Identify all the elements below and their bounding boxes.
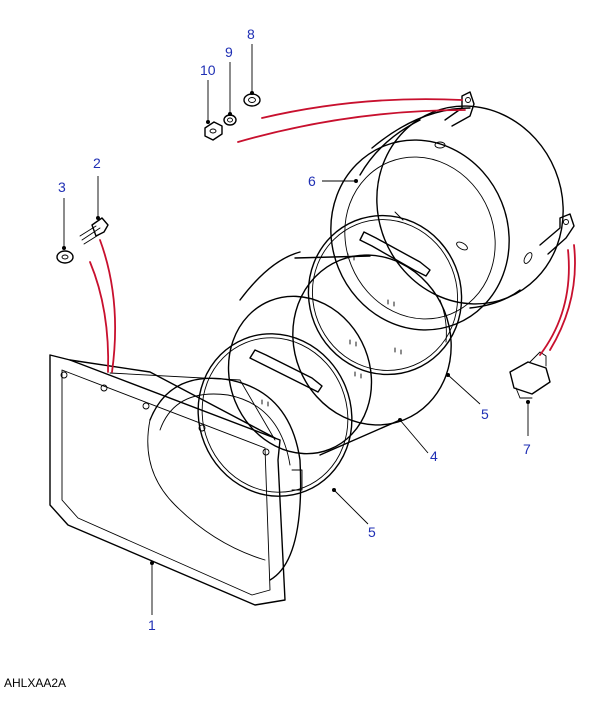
washer-part-8 (243, 93, 261, 107)
callout-7: 7 (523, 441, 531, 457)
callout-8: 8 (247, 26, 255, 42)
callout-5-upper: 5 (481, 406, 489, 422)
callout-3: 3 (58, 179, 66, 195)
fastener-alignment-lines (89, 98, 576, 373)
callout-10: 10 (200, 62, 216, 78)
callout-5-lower: 5 (368, 524, 376, 540)
callout-9: 9 (225, 44, 233, 60)
front-frame-housing (49, 354, 303, 606)
callout-6: 6 (308, 173, 316, 189)
callout-1: 1 (148, 617, 156, 633)
spring-washer-part-9 (223, 114, 237, 126)
callout-2: 2 (93, 155, 101, 171)
callout-4: 4 (430, 448, 438, 464)
stud-part-7 (509, 351, 551, 399)
callout-labels: 1 2 3 4 5 5 6 7 8 9 10 (58, 26, 531, 633)
nut-part-10 (204, 121, 223, 141)
screw-part-2 (79, 217, 109, 245)
cylindrical-duct (227, 251, 452, 456)
reference-code: AHLXAA2A (4, 676, 67, 690)
nut-part-3 (56, 250, 74, 264)
rear-housing (330, 91, 575, 331)
front-hose-clip (197, 333, 353, 497)
rear-hose-clip (307, 214, 463, 376)
leader-lines (62, 44, 530, 615)
